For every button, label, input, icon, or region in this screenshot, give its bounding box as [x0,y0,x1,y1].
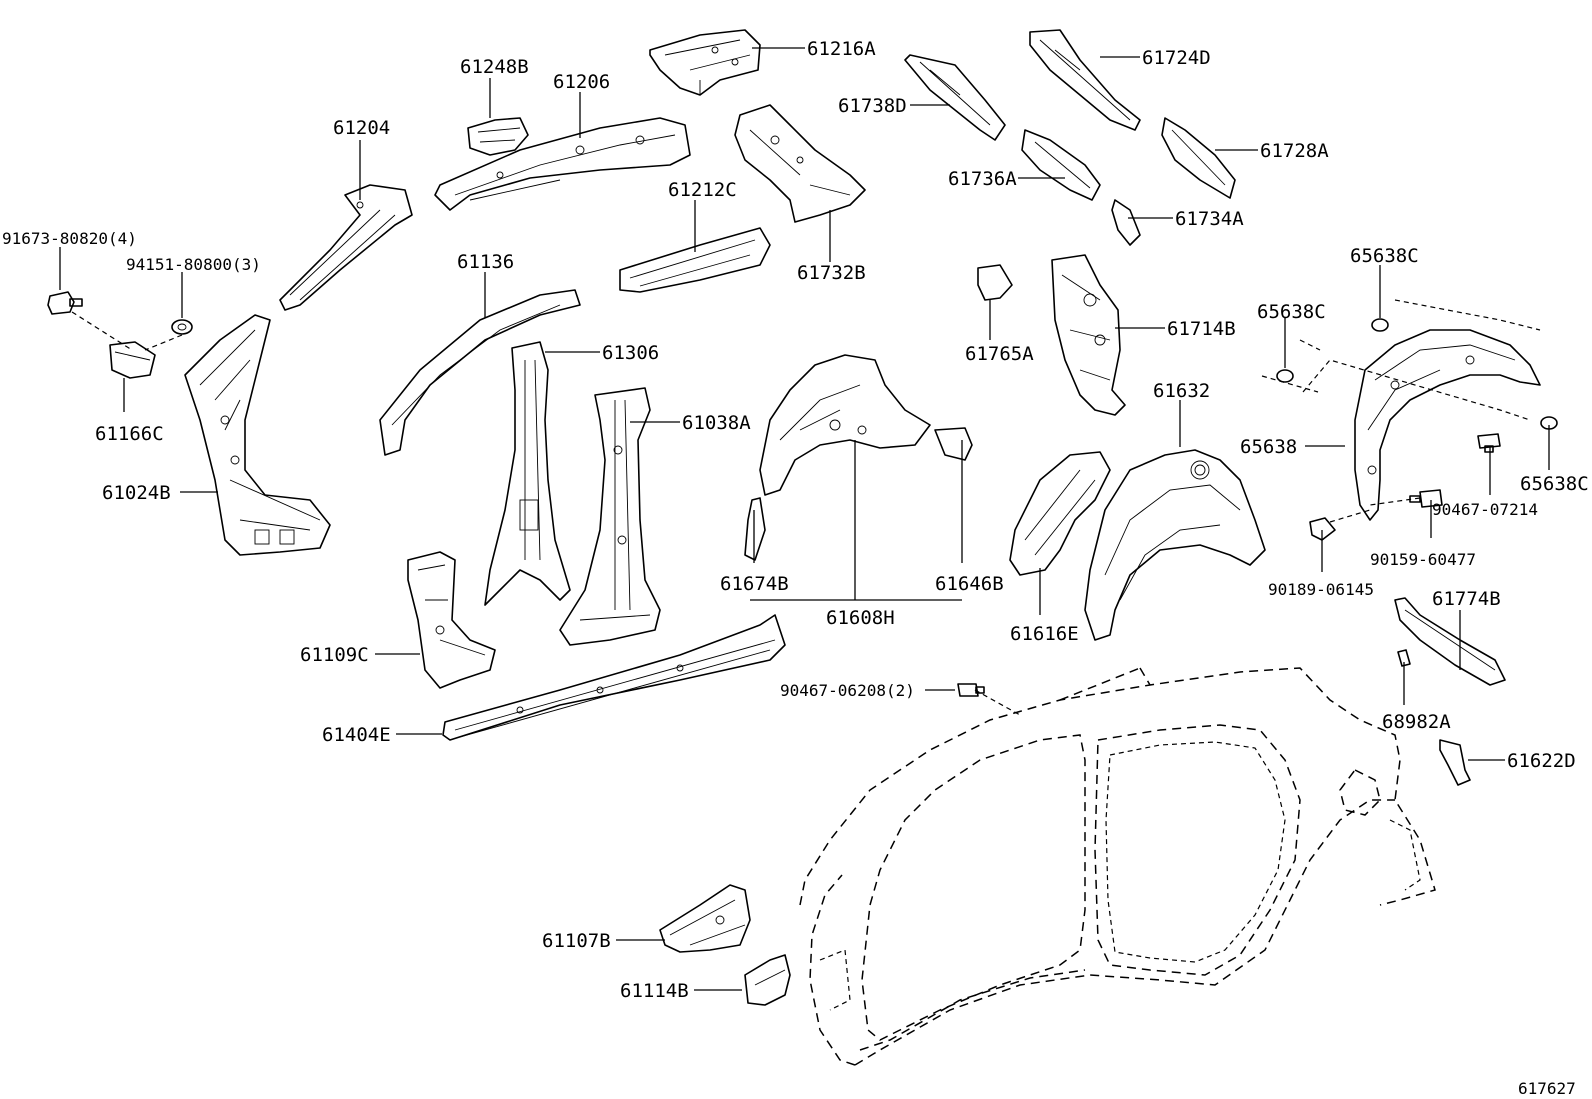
label-61616E[interactable]: 61616E [1010,623,1079,645]
part-61732B-shape[interactable] [734,104,866,223]
part-labels: 61216A 61248B 61206 61204 61738D 61724D … [2,38,1589,1098]
label-61774B[interactable]: 61774B [1432,588,1501,610]
part-61632-shape[interactable] [1084,449,1266,641]
part-61646B-shape[interactable] [934,427,973,461]
label-65638[interactable]: 65638 [1240,436,1297,458]
part-61206-shape[interactable] [434,117,691,211]
label-68982A[interactable]: 68982A [1382,711,1451,733]
label-61622D[interactable]: 61622D [1507,750,1576,772]
part-68982A-shape[interactable] [1397,649,1411,667]
nut-94151-shape[interactable] [171,319,193,335]
label-91673-80820[interactable]: 91673-80820(4) [2,229,137,248]
label-61038A[interactable]: 61038A [682,412,751,434]
part-61738D-shape[interactable] [904,54,1006,141]
screw-90159-shape[interactable] [1409,489,1443,508]
fastener-connectors [71,299,1541,716]
label-61674B[interactable]: 61674B [720,573,789,595]
part-61608H-shape[interactable] [759,354,931,496]
label-61646B[interactable]: 61646B [935,573,1004,595]
clip-65638C-top-shape[interactable] [1371,318,1389,332]
part-61306-shape[interactable] [484,341,571,606]
label-65638C-right[interactable]: 65638C [1520,473,1589,495]
part-61248B-shape[interactable] [467,117,529,156]
part-61774B-shape[interactable] [1394,597,1506,686]
part-61724D-shape[interactable] [1029,29,1141,131]
part-61107B-shape[interactable] [659,884,751,953]
label-61248B[interactable]: 61248B [460,56,529,78]
label-90467-07214[interactable]: 90467-07214 [1432,500,1538,519]
label-61166C[interactable]: 61166C [95,423,164,445]
clip-90189-shape[interactable] [1309,517,1336,541]
clip-65638C-mid-shape[interactable] [1276,369,1294,383]
label-61765A[interactable]: 61765A [965,343,1034,365]
label-61736A[interactable]: 61736A [948,168,1017,190]
label-94151-80800[interactable]: 94151-80800(3) [126,255,261,274]
bolt-91673-shape[interactable] [47,291,83,315]
part-61038A-shape[interactable] [559,387,661,646]
part-61765A-shape[interactable] [977,264,1013,301]
part-61736A-shape[interactable] [1021,129,1101,201]
part-61204-shape[interactable] [279,184,413,311]
label-61608H[interactable]: 61608H [826,607,895,629]
body-side-outer-panel [799,667,1436,1066]
label-61632[interactable]: 61632 [1153,380,1210,402]
label-61732B[interactable]: 61732B [797,262,866,284]
screw-90467-07214-shape[interactable] [1477,433,1501,453]
label-65638C-top[interactable]: 65638C [1350,245,1419,267]
label-90189-06145[interactable]: 90189-06145 [1268,580,1374,599]
part-61622D-shape[interactable] [1439,739,1471,786]
part-61114B-shape[interactable] [744,954,791,1006]
part-61616E-shape[interactable] [1009,451,1111,576]
label-61107B[interactable]: 61107B [542,930,611,952]
part-61674B-shape[interactable] [744,497,766,561]
part-61166C-shape[interactable] [109,341,156,379]
label-61738D[interactable]: 61738D [838,95,907,117]
label-61109C[interactable]: 61109C [300,644,369,666]
label-90159-60477[interactable]: 90159-60477 [1370,550,1476,569]
part-61714B-shape[interactable] [1051,254,1126,416]
part-61109C-shape[interactable] [407,551,496,689]
label-65638C-mid[interactable]: 65638C [1257,301,1326,323]
label-61714B[interactable]: 61714B [1167,318,1236,340]
part-61216A-shape[interactable] [649,29,761,96]
part-61728A-shape[interactable] [1161,117,1236,199]
part-61024B-shape[interactable] [184,314,331,556]
part-65638-shape[interactable] [1354,329,1541,521]
part-61212C-shape[interactable] [619,227,771,293]
clip-65638C-right-shape[interactable] [1540,416,1558,430]
label-61728A[interactable]: 61728A [1260,140,1329,162]
leader-lines [59,47,1550,991]
label-61206[interactable]: 61206 [553,71,610,93]
label-61114B[interactable]: 61114B [620,980,689,1002]
label-61136[interactable]: 61136 [457,251,514,273]
part-61734A-shape[interactable] [1111,199,1141,246]
label-61024B[interactable]: 61024B [102,482,171,504]
label-90467-06208[interactable]: 90467-06208(2) [780,681,915,700]
label-61216A[interactable]: 61216A [807,38,876,60]
label-61212C[interactable]: 61212C [668,179,737,201]
label-61204[interactable]: 61204 [333,117,390,139]
part-61136-shape[interactable] [379,289,581,456]
label-61724D[interactable]: 61724D [1142,47,1211,69]
label-61404E[interactable]: 61404E [322,724,391,746]
part-61404E-shape[interactable] [442,614,786,741]
screw-90467-06208-shape[interactable] [957,683,985,697]
label-61306[interactable]: 61306 [602,342,659,364]
label-61734A[interactable]: 61734A [1175,208,1244,230]
diagram-number: 617627 [1518,1079,1576,1098]
